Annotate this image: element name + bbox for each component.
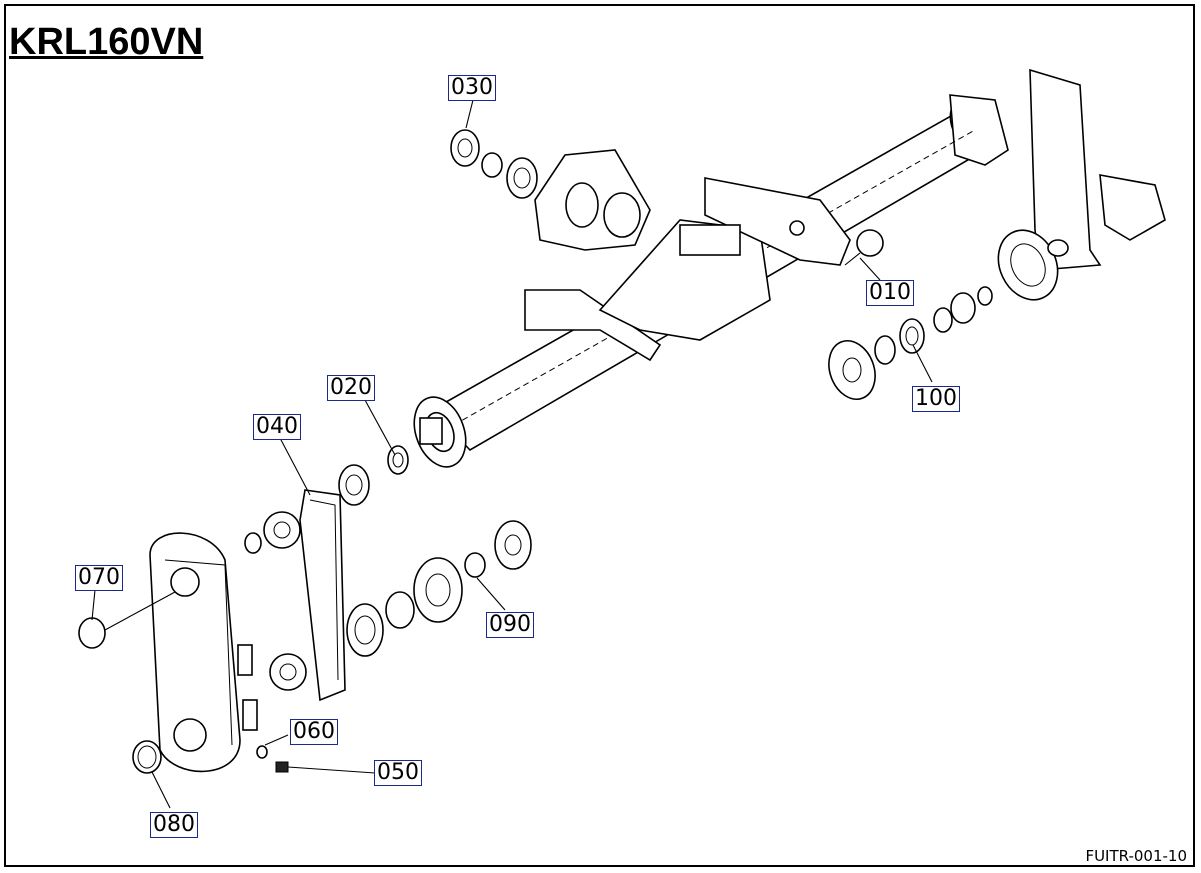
model-title: KRL160VN (9, 21, 204, 63)
right-end-plate (997, 68, 1166, 301)
cap-010 (844, 229, 884, 266)
seal-bearing-020 (338, 445, 409, 506)
leader-lines (91, 99, 933, 809)
seal-080 (132, 740, 162, 774)
drive-chain-040 (299, 489, 346, 702)
callout-060[interactable]: 060 (290, 719, 338, 745)
bolt-washer (256, 745, 376, 774)
center-housing (524, 177, 851, 362)
callout-080[interactable]: 080 (150, 812, 198, 838)
drawing-frame (4, 4, 1195, 867)
right-washer-stack (828, 286, 993, 400)
lower-shaft-parts (346, 520, 532, 657)
housing-cover (534, 149, 651, 251)
callout-090[interactable]: 090 (486, 612, 534, 638)
callout-040[interactable]: 040 (253, 414, 301, 440)
callout-100[interactable]: 100 (912, 386, 960, 412)
upper-sprocket (244, 511, 301, 554)
bearing-set-030 (450, 129, 538, 199)
callout-050[interactable]: 050 (374, 760, 422, 786)
chain-case (149, 532, 258, 773)
reference-code: FUITR-001-10 (1085, 847, 1187, 865)
callout-030[interactable]: 030 (448, 75, 496, 101)
callout-020[interactable]: 020 (327, 375, 375, 401)
left-flange (413, 396, 467, 468)
callout-010[interactable]: 010 (866, 280, 914, 306)
callout-070[interactable]: 070 (75, 565, 123, 591)
lower-sprocket (269, 653, 307, 691)
